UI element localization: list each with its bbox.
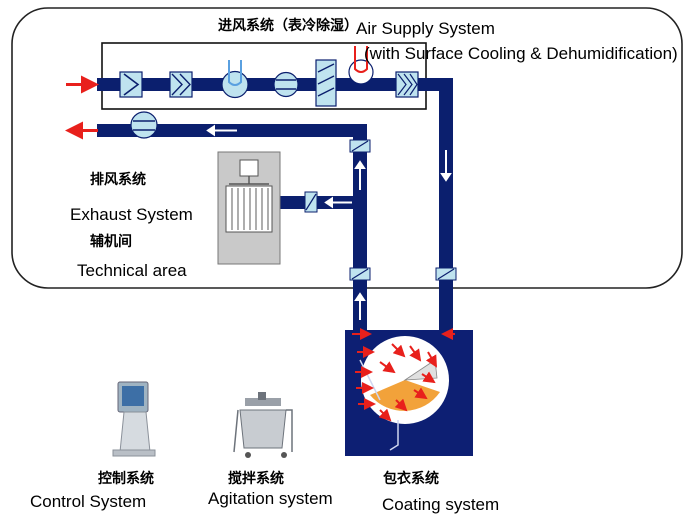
coating-label-zh: 包衣系统 [383, 471, 439, 487]
damper-icon [349, 267, 371, 281]
air-supply-label-zh: 进风系统（表冷除湿） [218, 18, 358, 34]
heater-coil-icon [348, 46, 374, 85]
duct-flow-arrows [206, 124, 452, 320]
damper-icon [315, 59, 337, 107]
coater-airflow-arrows [352, 328, 455, 422]
coating-machine [345, 330, 473, 456]
agitation-label-en: Agitation system [208, 489, 333, 508]
control-label-zh: 控制系统 [98, 471, 154, 487]
damper-icon [435, 267, 457, 281]
mixer-tank-icon [233, 392, 293, 458]
exhaust-label-en: Exhaust System [70, 205, 193, 224]
technical-area-label-en: Technical area [77, 261, 187, 280]
damper-icon [349, 139, 371, 153]
air-supply-label-en: Air Supply System [356, 19, 495, 38]
air-supply-box [101, 42, 427, 110]
damper-icon [304, 191, 318, 213]
filter-icon [395, 71, 419, 98]
technical-area-enclosure [11, 7, 683, 289]
control-label-en: Control System [30, 492, 147, 511]
coating-label-en: Coating system [382, 495, 500, 514]
filter-icon [169, 71, 193, 98]
fan-icon [130, 111, 158, 139]
fan-icon [273, 71, 299, 98]
filter-icon [119, 71, 143, 98]
cooling-coil-icon [221, 60, 249, 99]
technical-area-label-zh: 辅机间 [90, 234, 132, 250]
air-supply-subtitle: (with Surface Cooling & Dehumidification… [364, 44, 678, 63]
agitation-label-zh: 搅拌系统 [228, 471, 284, 487]
dust-collector-icon [217, 151, 281, 265]
control-kiosk-icon [112, 381, 156, 457]
exhaust-label-zh: 排风系统 [90, 172, 146, 188]
